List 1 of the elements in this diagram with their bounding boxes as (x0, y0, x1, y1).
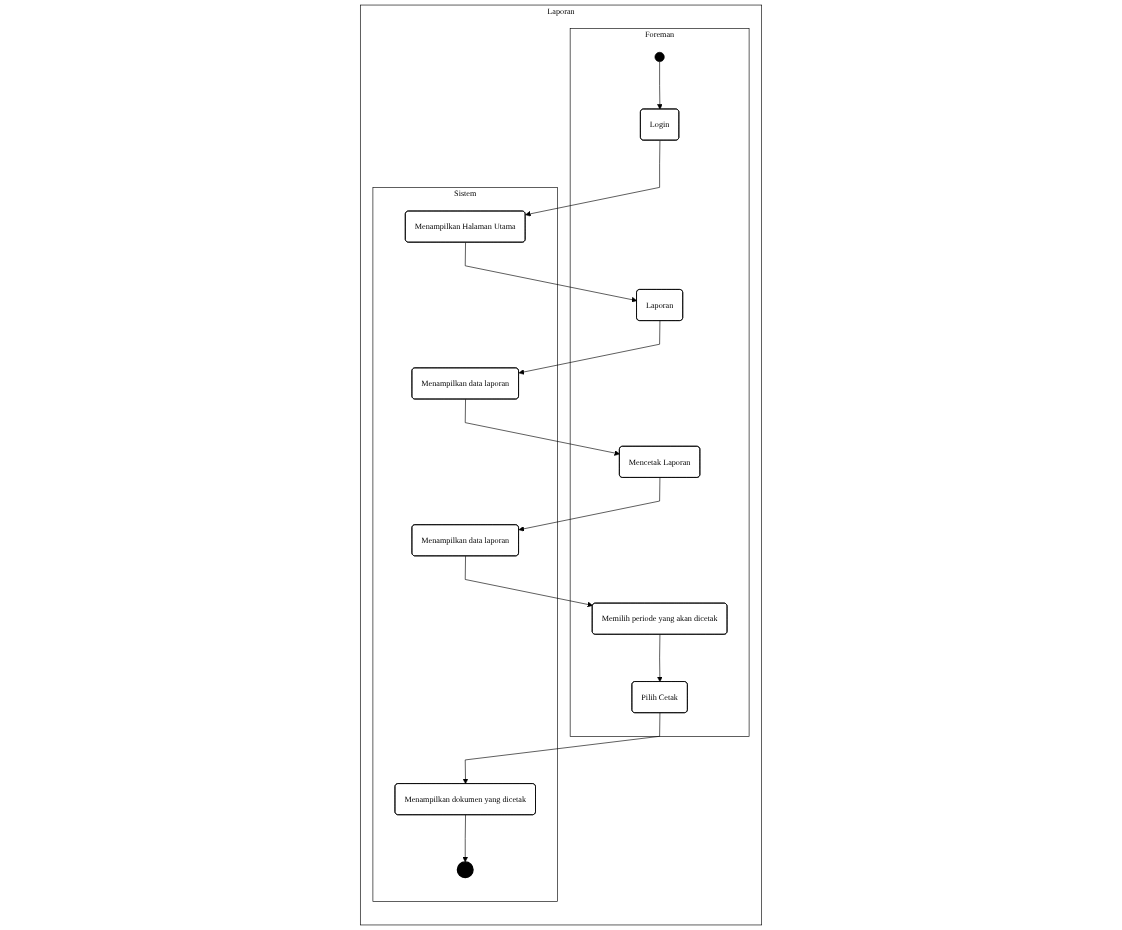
node-circle (654, 51, 665, 63)
